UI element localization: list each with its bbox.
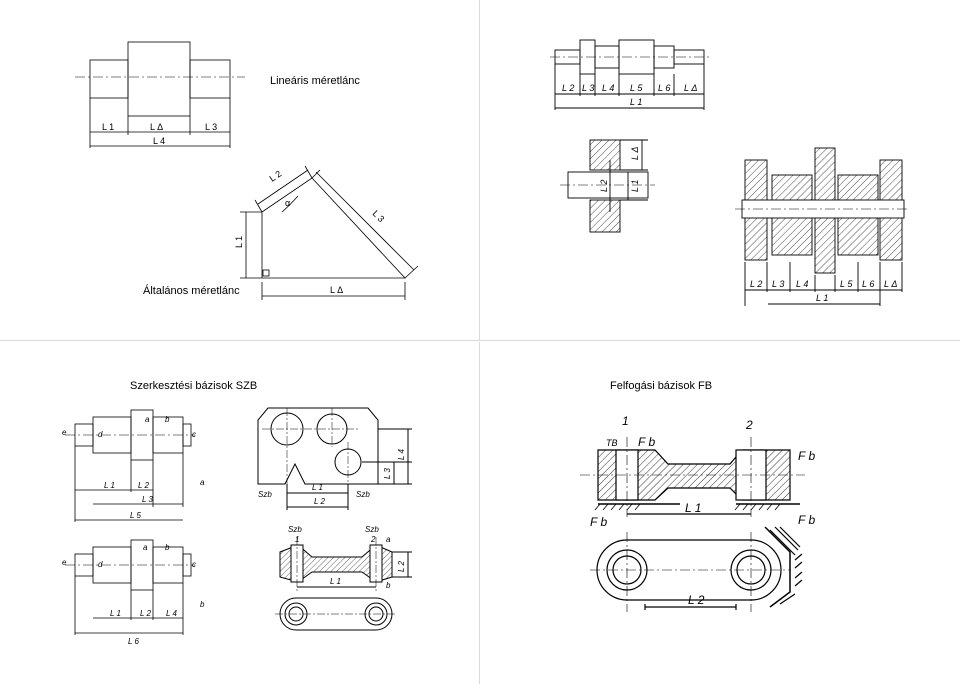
shaft1-label-c: c (192, 430, 196, 439)
shaft1-label-a: a (145, 415, 150, 424)
assembly-chains-drawing: L 2 L 3 L 4 L 5 L 6 L Δ L 1 L Δ L 2 L 1 (550, 39, 910, 306)
shaft1-label-L3: L 3 (142, 495, 154, 504)
bearing-label-LΔ: L Δ (630, 147, 640, 160)
vertical-divider-bottom (479, 342, 480, 684)
title-general-chain: Általános méretlánc (143, 285, 240, 297)
panel-linear-general-chain: Lineáris méretlánc Általános méretlánc L… (0, 0, 479, 340)
gear-label-L1: L 1 (816, 293, 828, 303)
rod-label-L1: L 1 (330, 577, 341, 586)
rod-label-Szb-right: Szb (365, 525, 379, 534)
construction-bases-drawing: e d a b c a L 1 L 2 L 3 L 5 e (62, 407, 412, 646)
clamp-label-Fb-right: F b (798, 449, 815, 463)
block-label-L1: L 1 (312, 483, 323, 492)
dim-label-L2: L 2 (688, 593, 705, 607)
base-label-2: 2 (745, 418, 753, 432)
title-linear-chain: Lineáris méretlánc (270, 75, 360, 87)
panel-clamping-bases: Felfogási bázisok FB (480, 342, 960, 684)
block-label-Szb-right: Szb (356, 490, 370, 499)
linear-general-chain-drawing: L 1 L Δ L 3 L 4 L 2 α L 3 L (75, 41, 419, 300)
shaft1-label-e: e (62, 428, 67, 437)
shaft2-label-b2: b (200, 600, 205, 609)
clamp-label-Fb-bottom-right: F b (798, 513, 815, 527)
dim-label-L4: L 4 (153, 136, 165, 146)
rod-label-L2: L 2 (397, 560, 406, 572)
shaft1-label-L2: L 2 (138, 481, 150, 490)
shaft-label-L2: L 2 (562, 83, 574, 93)
block-label-L3: L 3 (383, 467, 392, 479)
vertical-divider-top (479, 0, 480, 340)
shaft2-label-L1: L 1 (110, 609, 121, 618)
rod-label-1: 1 (295, 535, 299, 544)
shaft2-label-a: a (143, 543, 148, 552)
shaft2-label-e: e (62, 558, 67, 567)
title-construction-bases: Szerkesztési bázisok SZB (130, 380, 258, 392)
shaft2-label-L2: L 2 (140, 609, 152, 618)
shaft2-label-L6: L 6 (128, 637, 140, 646)
shaft1-label-b: b (165, 415, 170, 424)
shaft2-label-L4: L 4 (166, 609, 178, 618)
shaft-label-LΔ: L Δ (684, 83, 697, 93)
rod-label-Szb-left: Szb (288, 525, 302, 534)
shaft1-label-a2: a (200, 478, 205, 487)
shaft1-label-d: d (98, 430, 103, 439)
gear-label-L6: L 6 (862, 279, 874, 289)
shaft2-label-c: c (192, 560, 196, 569)
gear-label-L3: L 3 (772, 279, 784, 289)
clamping-bases-drawing: 1 2 TB F b F b F b F b L 1 L 2 (580, 414, 815, 612)
angle-label-alpha: α (285, 198, 290, 208)
horizontal-divider (0, 340, 960, 341)
base-label-TB: TB (606, 438, 618, 448)
gear-label-L5: L 5 (840, 279, 853, 289)
dim-label-LΔ: L Δ (150, 122, 163, 132)
base-label-1: 1 (622, 414, 629, 428)
gear-label-L4: L 4 (796, 279, 808, 289)
panel-assembly-chains: L 2 L 3 L 4 L 5 L 6 L Δ L 1 L Δ L 2 L 1 (480, 0, 960, 340)
dim-label-L3: L 3 (205, 122, 217, 132)
block-label-L2: L 2 (314, 497, 326, 506)
block-label-Szb-left: Szb (258, 490, 272, 499)
shaft1-label-L1: L 1 (104, 481, 115, 490)
dim-label-gen-L3: L 3 (371, 208, 387, 224)
dim-label-gen-L2: L 2 (268, 169, 284, 184)
block-label-L4: L 4 (397, 448, 406, 460)
bearing-label-L1: L 1 (630, 180, 640, 192)
shaft2-label-d: d (98, 560, 103, 569)
dim-label-gen-L1: L 1 (234, 236, 244, 248)
dim-label-gen-LΔ: L Δ (330, 285, 343, 295)
shaft-label-L6: L 6 (658, 83, 670, 93)
gear-label-L2: L 2 (750, 279, 762, 289)
rod-label-a: a (386, 535, 391, 544)
shaft2-label-b: b (165, 543, 170, 552)
rod-label-2: 2 (370, 535, 376, 544)
dim-label-L1: L 1 (102, 122, 114, 132)
shaft-label-L4: L 4 (602, 83, 614, 93)
clamp-label-Fb-top: F b (638, 435, 655, 449)
dim-label-L1: L 1 (685, 501, 701, 515)
shaft-label-L5: L 5 (630, 83, 643, 93)
gear-label-LΔ: L Δ (884, 279, 897, 289)
shaft1-label-L5: L 5 (130, 511, 142, 520)
bearing-label-L2: L 2 (599, 180, 609, 192)
shaft-label-L1: L 1 (630, 97, 642, 107)
title-clamping-bases: Felfogási bázisok FB (610, 380, 713, 392)
rod-label-b: b (386, 581, 391, 590)
shaft-label-L3: L 3 (582, 83, 594, 93)
clamp-label-Fb-bottom-left: F b (590, 515, 607, 529)
panel-construction-bases: Szerkesztési bázisok SZB e d (0, 342, 479, 684)
